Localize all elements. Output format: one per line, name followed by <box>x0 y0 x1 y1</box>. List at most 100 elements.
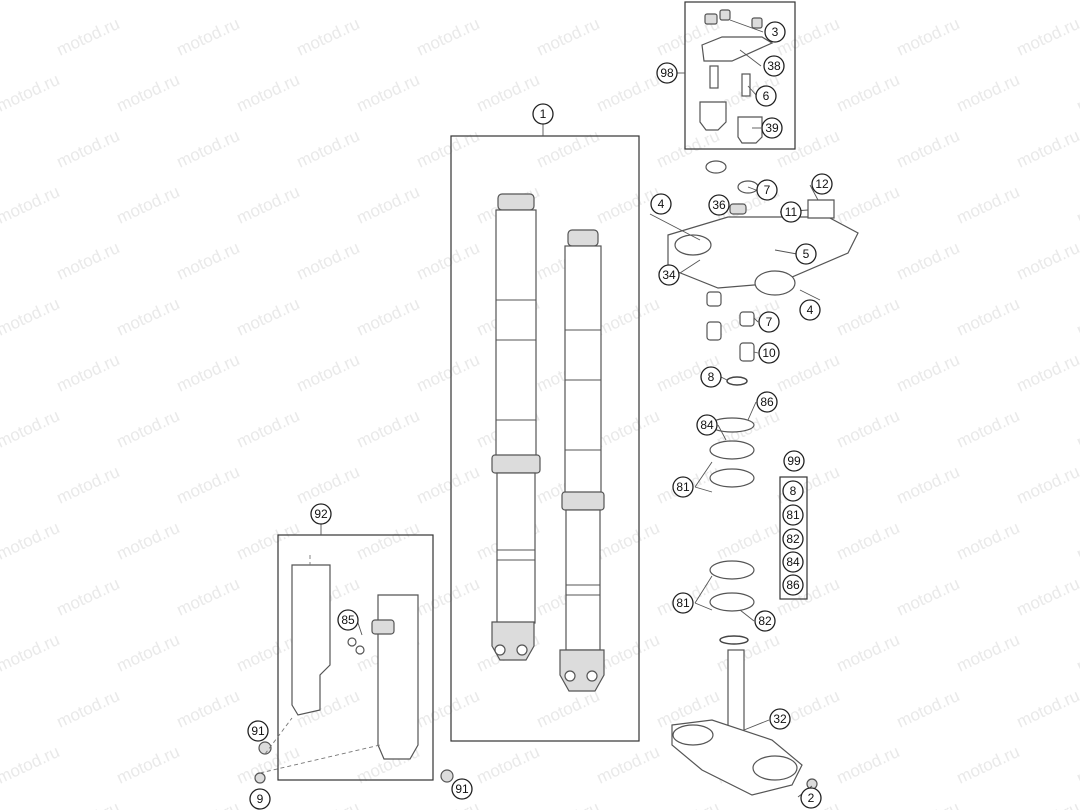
watermark-text: motod.ru <box>954 182 1023 228</box>
watermark-text: motod.ru <box>834 70 903 116</box>
callout-2: 2 <box>800 787 822 809</box>
watermark-text: motod.ru <box>174 14 243 60</box>
watermark-text: motod.ru <box>774 462 843 508</box>
callout-6-label: 6 <box>763 89 770 103</box>
watermark-text: motod.ru <box>1014 574 1080 620</box>
callout-36-label: 36 <box>712 198 726 212</box>
callout-36: 36 <box>708 194 730 216</box>
watermark-text: motod.ru <box>414 126 483 172</box>
callout-6: 6 <box>755 85 777 107</box>
watermark-text: motod.ru <box>1014 238 1080 284</box>
guard-screw-bottom <box>254 772 266 784</box>
watermark-text: motod.ru <box>834 182 903 228</box>
callout-92-label: 92 <box>314 507 328 521</box>
callout-5-label: 5 <box>803 247 810 261</box>
callout-4-upper-label: 4 <box>658 197 665 211</box>
watermark-text: motod.ru <box>1074 630 1080 676</box>
watermark-text: motod.ru <box>954 70 1023 116</box>
watermark-text: motod.ru <box>1014 126 1080 172</box>
callout-84: 84 <box>696 414 718 436</box>
watermark-text: motod.ru <box>534 686 603 732</box>
fork-guard-right <box>347 594 419 760</box>
watermark-text: motod.ru <box>294 350 363 396</box>
watermark-text: motod.ru <box>354 0 423 4</box>
watermark-text: motod.ru <box>114 0 183 4</box>
callout-91-right: 91 <box>451 778 473 800</box>
kit-99-item-label: 8 <box>790 484 797 498</box>
watermark-text: motod.ru <box>0 182 62 228</box>
clamp-kit-parts <box>699 9 774 144</box>
watermark-text: motod.ru <box>414 462 483 508</box>
guard-screw-right <box>440 769 454 783</box>
watermark-text: motod.ru <box>0 126 2 172</box>
watermark-text: motod.ru <box>414 350 483 396</box>
callout-9-label: 9 <box>257 792 264 806</box>
watermark-text: motod.ru <box>174 574 243 620</box>
watermark-text: motod.ru <box>414 14 483 60</box>
watermark-text: motod.ru <box>0 14 2 60</box>
callout-91-left-label: 91 <box>251 724 265 738</box>
callout-86-label: 86 <box>760 395 774 409</box>
watermark-text: motod.ru <box>1014 350 1080 396</box>
watermark-text: motod.ru <box>414 574 483 620</box>
callout-39: 39 <box>761 117 783 139</box>
callout-32: 32 <box>769 708 791 730</box>
watermark-text: motod.ru <box>174 462 243 508</box>
lower-triple-clamp <box>671 719 818 796</box>
watermark-text: motod.ru <box>1074 0 1080 4</box>
watermark-text: motod.ru <box>294 14 363 60</box>
watermark-text: motod.ru <box>714 518 783 564</box>
fork-assembly-frame <box>450 135 640 742</box>
watermark-text: motod.ru <box>54 14 123 60</box>
watermark-text: motod.ru <box>234 182 303 228</box>
watermark-text: motod.ru <box>0 742 62 788</box>
callout-9: 9 <box>249 788 271 810</box>
callout-12: 12 <box>811 173 833 195</box>
fork-leg-left <box>491 193 541 661</box>
callout-4-lower-label: 4 <box>807 303 814 317</box>
watermark-text: motod.ru <box>534 798 603 810</box>
callout-1: 1 <box>532 103 554 125</box>
watermark-text: motod.ru <box>234 406 303 452</box>
callout-81-lower: 81 <box>672 592 694 614</box>
watermark-text: motod.ru <box>354 294 423 340</box>
watermark-text: motod.ru <box>114 630 183 676</box>
watermark-text: motod.ru <box>534 14 603 60</box>
watermark-text: motod.ru <box>174 238 243 284</box>
watermark-text: motod.ru <box>594 0 663 4</box>
clamp-kit-frame <box>684 1 796 150</box>
watermark-text: motod.ru <box>1074 182 1080 228</box>
watermark-text: motod.ru <box>954 0 1023 4</box>
callout-4-lower: 4 <box>799 299 821 321</box>
watermark-text: motod.ru <box>0 0 62 4</box>
watermark-text: motod.ru <box>114 518 183 564</box>
watermark-text: motod.ru <box>594 294 663 340</box>
callout-91-right-label: 91 <box>455 782 469 796</box>
watermark-text: motod.ru <box>894 126 963 172</box>
watermark-text: motod.ru <box>474 70 543 116</box>
watermark-text: motod.ru <box>954 406 1023 452</box>
callout-81-upper-label: 81 <box>676 480 690 494</box>
watermark-text: motod.ru <box>834 406 903 452</box>
watermark-text: motod.ru <box>1074 406 1080 452</box>
callout-92: 92 <box>310 503 332 525</box>
watermark-text: motod.ru <box>54 238 123 284</box>
watermark-text: motod.ru <box>54 686 123 732</box>
callout-98: 98 <box>656 62 678 84</box>
watermark-text: motod.ru <box>1074 70 1080 116</box>
callout-7-lower-label: 7 <box>766 315 773 329</box>
watermark-text: motod.ru <box>894 14 963 60</box>
kit-99-item: 82 <box>782 528 804 550</box>
watermark-text: motod.ru <box>354 70 423 116</box>
callout-3: 3 <box>764 21 786 43</box>
callout-4-upper: 4 <box>650 193 672 215</box>
watermark-text: motod.ru <box>234 294 303 340</box>
watermark-text: motod.ru <box>174 686 243 732</box>
watermark-text: motod.ru <box>1014 686 1080 732</box>
watermark-text: motod.ru <box>1074 518 1080 564</box>
callout-10: 10 <box>758 342 780 364</box>
watermark-text: motod.ru <box>114 294 183 340</box>
callout-85: 85 <box>337 609 359 631</box>
watermark-text: motod.ru <box>654 798 723 810</box>
watermark-text: motod.ru <box>414 238 483 284</box>
